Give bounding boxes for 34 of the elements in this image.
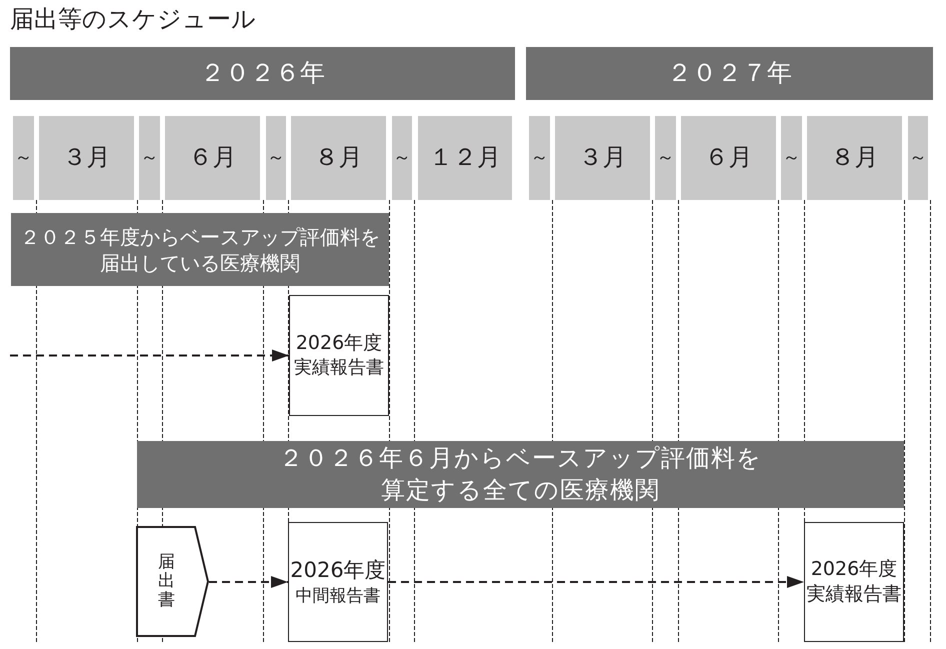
range-header: ～ [781, 116, 802, 200]
fiscal-year-label: 2026年度 [810, 557, 898, 582]
month-header: １２月 [418, 116, 512, 200]
report-title: 実績報告書 [806, 582, 902, 607]
target-band: ２０２６年６月からベースアップ評価料を算定する全ての医療機関 [137, 441, 904, 508]
month-header: ８月 [291, 116, 386, 200]
range-header: ～ [392, 116, 412, 200]
month-header: ６月 [681, 116, 776, 200]
dashed-arrow [209, 576, 288, 588]
report-box [289, 295, 389, 416]
fiscal-year-label: 2026年度 [296, 331, 382, 356]
month-header: ３月 [39, 116, 134, 200]
month-header: ８月 [807, 116, 902, 200]
range-header: ～ [266, 116, 286, 200]
month-header: ３月 [555, 116, 650, 200]
range-header: ～ [529, 116, 550, 200]
form-tag [136, 526, 209, 637]
diagram-title: 届出等のスケジュール [10, 4, 256, 34]
month-header: ６月 [165, 116, 260, 200]
range-header: ～ [655, 116, 676, 200]
dashed-arrow [388, 576, 804, 588]
year-header: ２０２７年 [526, 47, 933, 100]
report-title: 中間報告書 [296, 584, 380, 607]
fiscal-year-label: 2026年度 [290, 557, 386, 584]
report-title: 実績報告書 [294, 356, 384, 380]
range-header: ～ [13, 116, 34, 200]
dashed-arrow [10, 350, 289, 362]
year-header: ２０２６年 [10, 47, 515, 100]
target-band: ２０２５年度からベースアップ評価料を届出している医療機関 [11, 213, 389, 286]
range-header: ～ [139, 116, 160, 200]
report-box [288, 522, 388, 642]
report-box [804, 522, 904, 642]
range-header: ～ [908, 116, 928, 200]
form-label: 届出書 [158, 553, 175, 610]
